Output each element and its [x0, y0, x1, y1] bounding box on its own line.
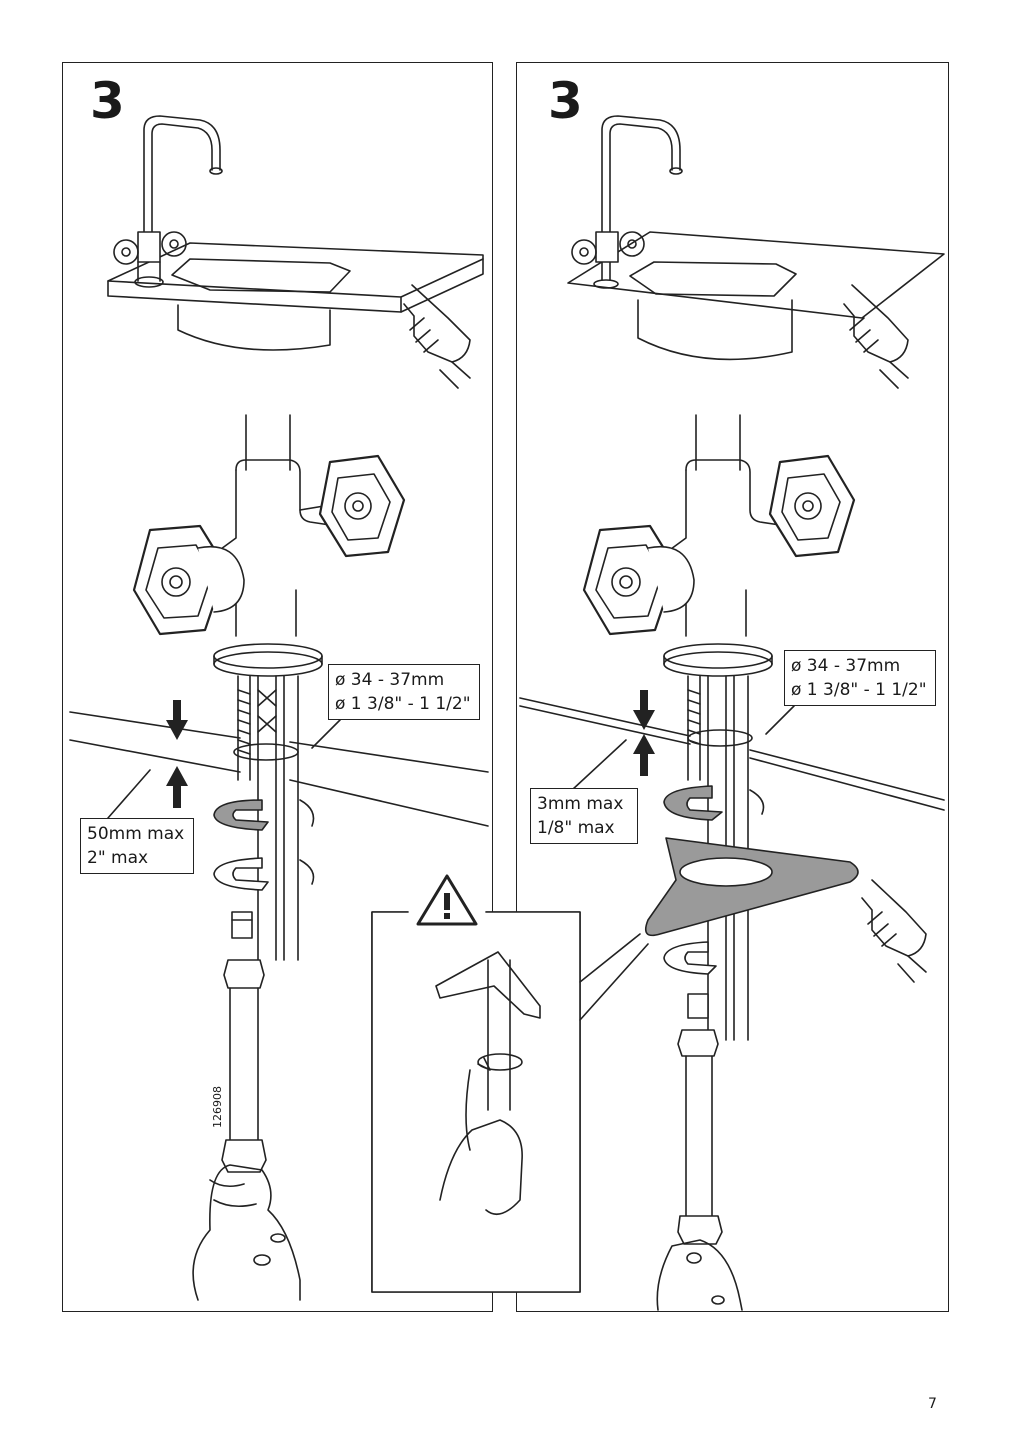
left-thickness-imperial: 2" max — [87, 848, 149, 868]
right-hole-leader — [765, 705, 795, 735]
article-code: 126908 — [211, 1086, 224, 1128]
left-countertop-section — [69, 711, 489, 827]
left-hole-diameter-callout: ø 34 - 37mm ø 1 3/8" - 1 1/2" — [328, 664, 480, 720]
warning-leader — [579, 933, 649, 1021]
left-hole-leader — [311, 719, 341, 749]
left-thickness-leader — [107, 769, 151, 819]
left-hole-imperial: ø 1 3/8" - 1 1/2" — [335, 694, 471, 714]
left-nut-tube — [221, 911, 267, 1173]
left-faucet-closeup — [132, 414, 406, 961]
right-hole-metric: ø 34 - 37mm — [791, 656, 901, 676]
left-panel — [62, 62, 493, 1312]
right-thickness-metric: 3mm max — [537, 794, 624, 814]
right-panel — [516, 62, 949, 1312]
left-hole-metric: ø 34 - 37mm — [335, 670, 445, 690]
right-faucet-closeup — [582, 414, 856, 1041]
left-overview-sink — [107, 115, 484, 351]
left-thickness-arrows — [166, 700, 188, 808]
left-step-number: 3 — [90, 72, 125, 130]
right-thickness-arrows — [633, 690, 655, 776]
page-number: 7 — [928, 1396, 937, 1412]
right-step-number: 3 — [548, 72, 583, 130]
right-hand-icon — [656, 1239, 743, 1311]
left-thickness-callout: 50mm max 2" max — [80, 818, 194, 874]
right-countertop-section — [519, 697, 945, 811]
right-thickness-callout: 3mm max 1/8" max — [530, 788, 638, 844]
right-thickness-leader — [571, 739, 627, 791]
warning-triangle-icon — [416, 874, 478, 926]
warning-tool-illustration — [435, 951, 541, 1216]
left-hand-icon — [192, 1164, 301, 1301]
right-hand-pointer-icon — [843, 284, 909, 389]
right-hole-diameter-callout: ø 34 - 37mm ø 1 3/8" - 1 1/2" — [784, 650, 936, 706]
right-nut-tube — [677, 993, 723, 1245]
right-washer-and-plate — [644, 785, 859, 975]
right-thickness-imperial: 1/8" max — [537, 818, 615, 838]
right-overview-sink — [567, 115, 945, 361]
left-thickness-metric: 50mm max — [87, 824, 185, 844]
left-washers — [213, 799, 315, 891]
right-hole-imperial: ø 1 3/8" - 1 1/2" — [791, 680, 927, 700]
right-hand-pointer-icon-2 — [861, 879, 927, 983]
left-hand-pointer-icon — [403, 284, 471, 389]
